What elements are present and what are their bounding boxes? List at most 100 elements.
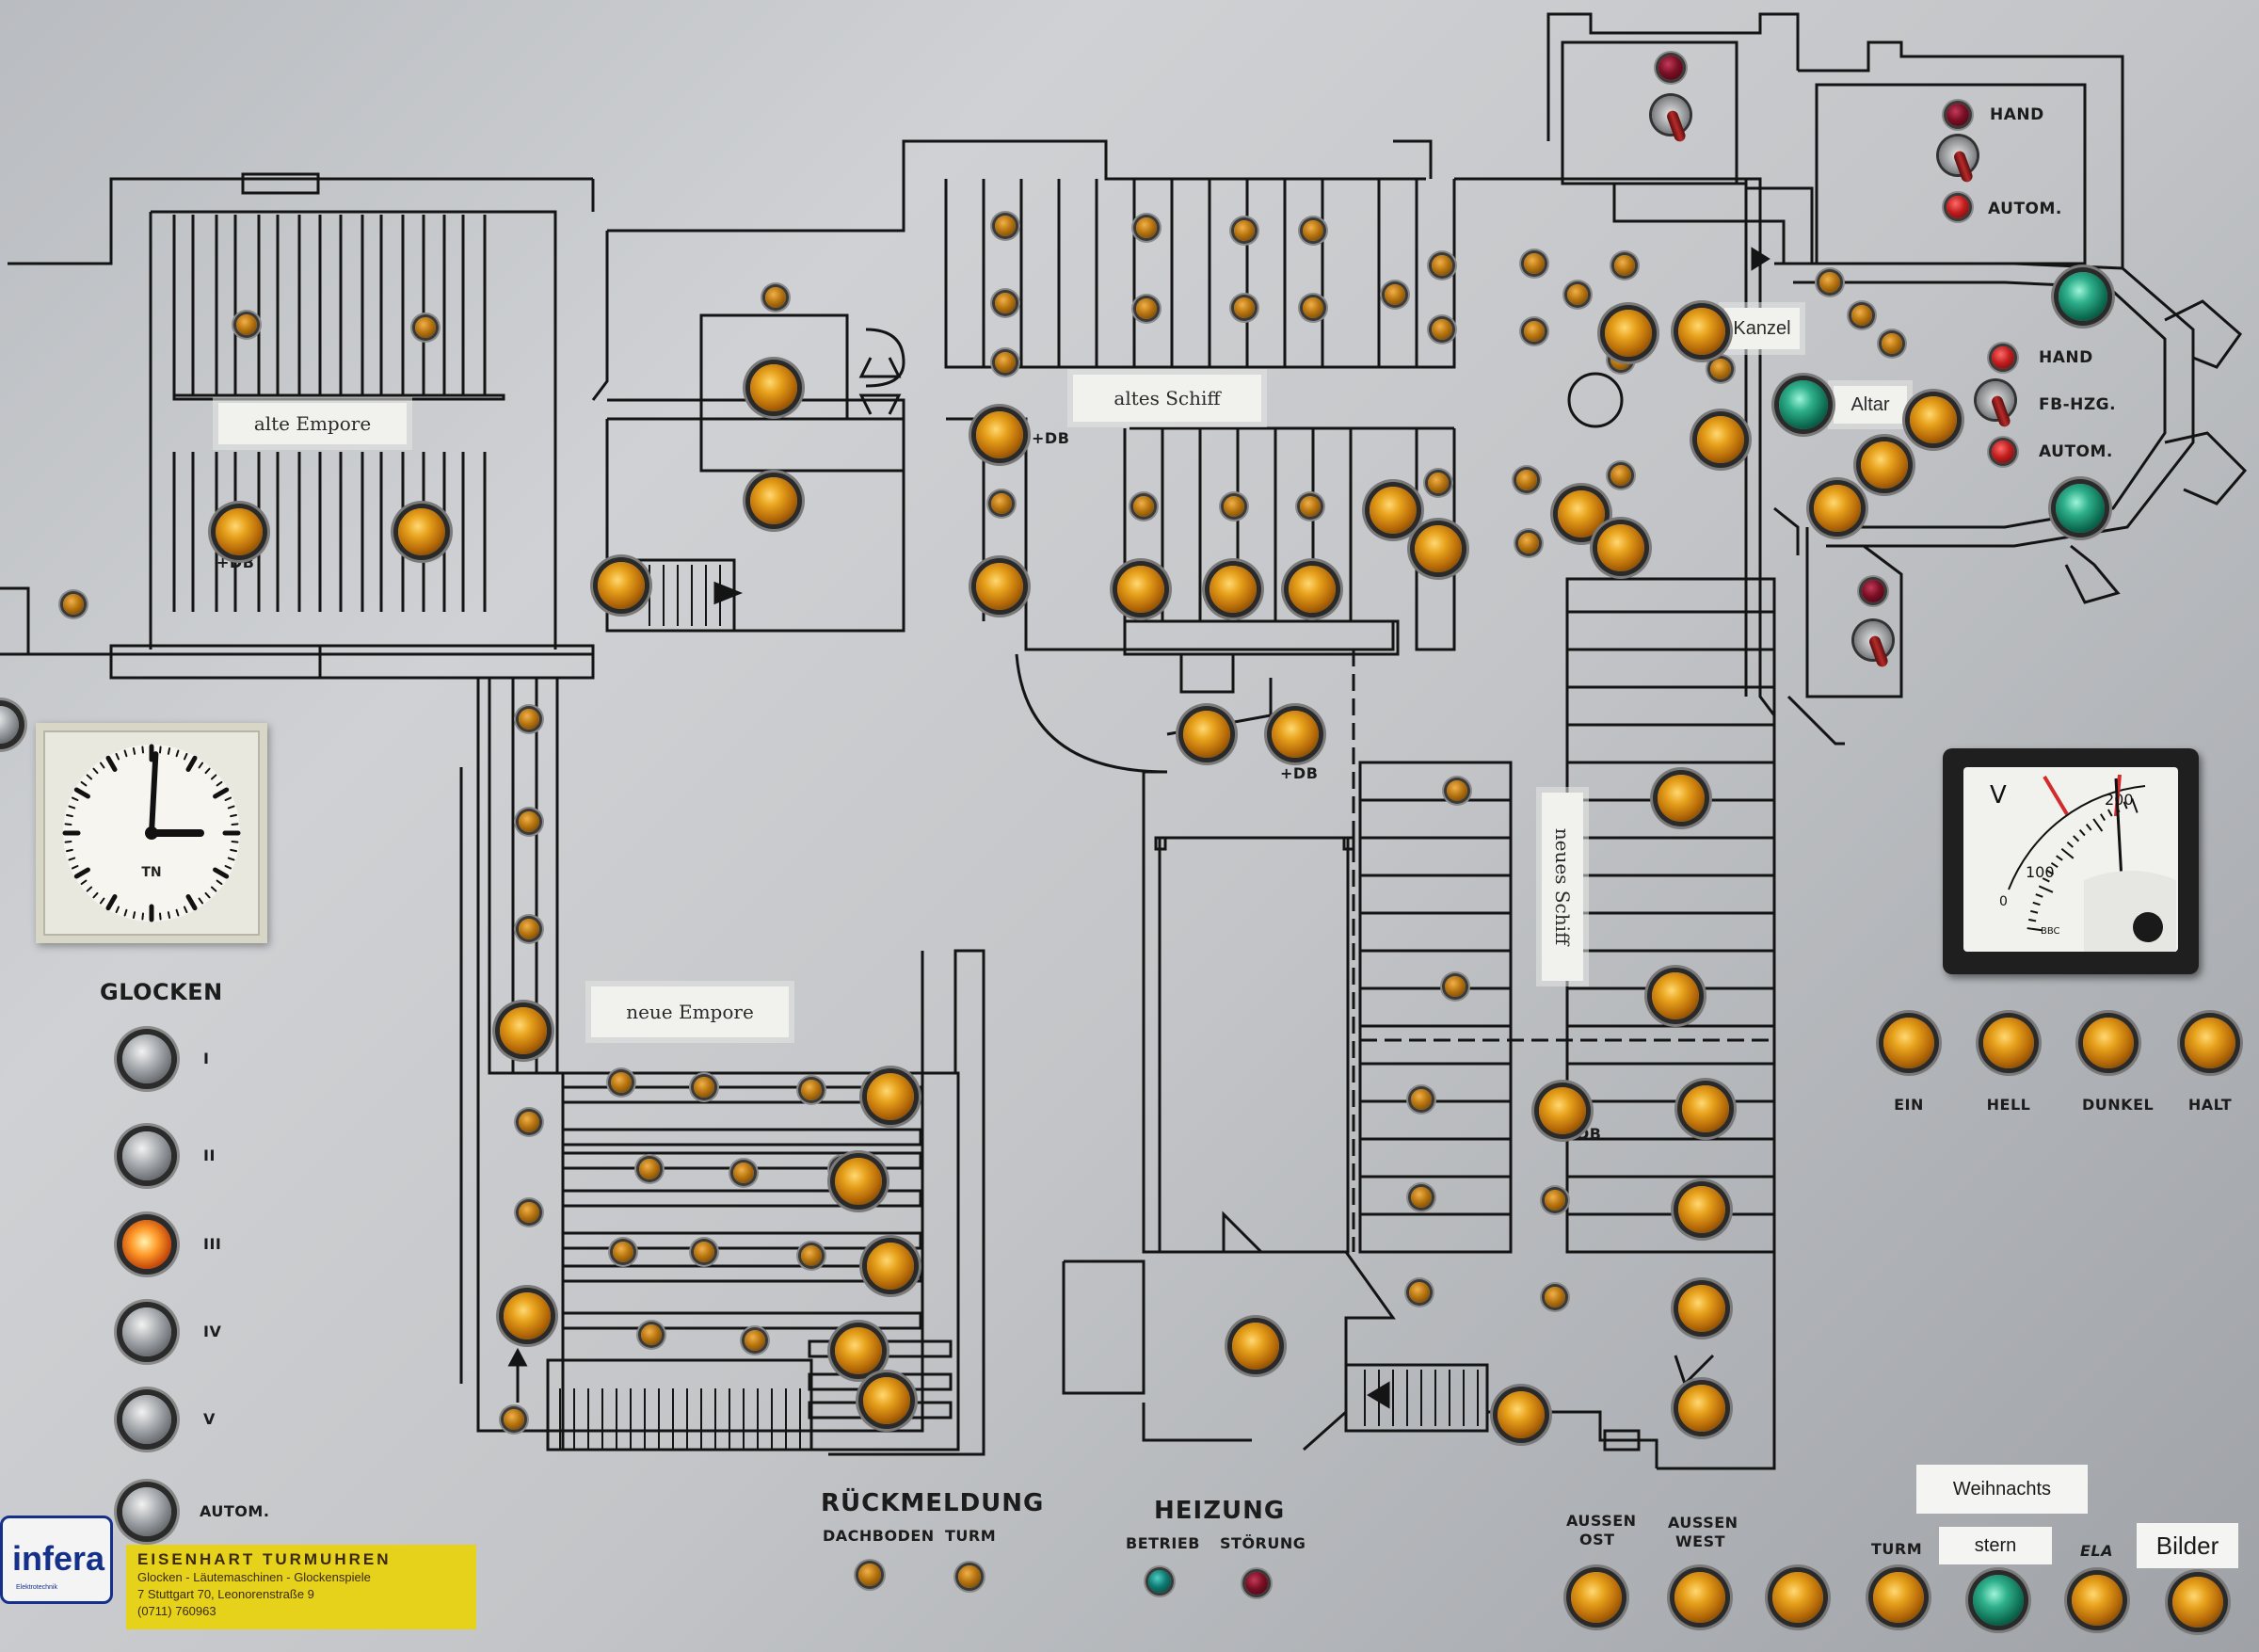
zone-light-button[interactable] bbox=[1183, 711, 1230, 758]
zone-light-button[interactable] bbox=[835, 1158, 882, 1205]
clock-tick bbox=[132, 911, 136, 919]
button-unlabeled[interactable] bbox=[1772, 1572, 1823, 1623]
clock-tick bbox=[73, 867, 90, 879]
zone-light-button[interactable] bbox=[1232, 1323, 1279, 1370]
zone-light-button[interactable] bbox=[1678, 1285, 1725, 1332]
bell-switch-4[interactable] bbox=[122, 1307, 171, 1356]
zone-light-button[interactable] bbox=[598, 562, 645, 609]
zone-light-button[interactable] bbox=[1697, 416, 1744, 463]
label-autom-top: AUTOM. bbox=[1988, 200, 2062, 218]
zone-light-button[interactable] bbox=[1415, 525, 1462, 572]
button-ela[interactable] bbox=[2072, 1575, 2123, 1626]
zone-light-button[interactable] bbox=[867, 1073, 914, 1120]
zone-light-button[interactable] bbox=[1678, 308, 1725, 355]
indicator-dot bbox=[641, 1324, 662, 1345]
bell-switch-6[interactable] bbox=[122, 1487, 171, 1536]
zone-light-button[interactable] bbox=[398, 508, 445, 555]
zone-light-button[interactable] bbox=[1652, 972, 1699, 1019]
side-knob[interactable] bbox=[0, 706, 19, 744]
zone-light-button[interactable] bbox=[1597, 524, 1644, 571]
zone-light-button[interactable] bbox=[1539, 1087, 1586, 1134]
zone-light-button[interactable] bbox=[1605, 310, 1652, 357]
clock-tick bbox=[92, 891, 99, 899]
zone-light-button[interactable] bbox=[1210, 566, 1257, 613]
clock-tick bbox=[123, 749, 128, 758]
label-neue-empore: neue Empore bbox=[591, 986, 789, 1037]
button-bilder[interactable] bbox=[2172, 1577, 2223, 1628]
zone-light-button[interactable] bbox=[1558, 490, 1605, 537]
light-button-ein[interactable] bbox=[1883, 1018, 1934, 1068]
zone-light-button[interactable] bbox=[1370, 487, 1417, 534]
zone-light-button[interactable] bbox=[1910, 396, 1957, 443]
light-label-hell: HELL bbox=[1986, 1096, 2031, 1114]
green-button-altar[interactable] bbox=[1779, 380, 1828, 429]
indicator-dot bbox=[639, 1159, 660, 1179]
indicator-dot bbox=[519, 919, 539, 939]
green-button-choir-bottom[interactable] bbox=[2056, 484, 2105, 533]
button-aussen-ost[interactable] bbox=[1571, 1572, 1622, 1623]
clock-tick bbox=[167, 911, 171, 919]
zone-light-button[interactable] bbox=[1861, 441, 1908, 489]
meter-tick bbox=[2066, 841, 2074, 848]
zone-light-button[interactable] bbox=[863, 1377, 910, 1424]
zone-light-button[interactable] bbox=[1272, 711, 1319, 758]
indicator-dot bbox=[611, 1072, 632, 1093]
bell-switch-2[interactable] bbox=[122, 1131, 171, 1180]
light-button-hell[interactable] bbox=[1983, 1018, 2034, 1068]
indicator-dot bbox=[991, 493, 1012, 514]
bell-label-5: V bbox=[203, 1410, 216, 1428]
bell-switch-1[interactable] bbox=[122, 1035, 171, 1083]
heizung-betrieb: BETRIEB bbox=[1126, 1534, 1200, 1552]
zone-light-button[interactable] bbox=[1498, 1391, 1545, 1438]
glocken-title: GLOCKEN bbox=[100, 979, 223, 1005]
zone-light-button[interactable] bbox=[1678, 1186, 1725, 1233]
zone-light-button[interactable] bbox=[750, 477, 797, 524]
zone-light-button[interactable] bbox=[1117, 566, 1164, 613]
label-aussen-ost-1: AUSSEN bbox=[1566, 1512, 1637, 1530]
label-altes-schiff: altes Schiff bbox=[1073, 375, 1261, 422]
indicator-dot bbox=[519, 1112, 539, 1132]
meter-tick bbox=[2085, 823, 2092, 831]
zone-light-button[interactable] bbox=[1678, 1385, 1725, 1432]
lamp-lower-right bbox=[1862, 580, 1884, 602]
toggle-hand-autom-top[interactable] bbox=[1939, 136, 1977, 184]
zone-light-button[interactable] bbox=[1814, 485, 1861, 532]
green-button-choir-top[interactable] bbox=[2059, 272, 2107, 321]
zone-light-button[interactable] bbox=[1289, 566, 1336, 613]
light-label-dunkel: DUNKEL bbox=[2082, 1096, 2155, 1114]
button-aussen-west[interactable] bbox=[1674, 1572, 1725, 1623]
toggle-fb-hzg[interactable] bbox=[1977, 381, 2014, 429]
meter-tick bbox=[2060, 847, 2075, 859]
light-button-dunkel[interactable] bbox=[2083, 1018, 2134, 1068]
zone-light-button[interactable] bbox=[1658, 775, 1705, 822]
zone-light-button[interactable] bbox=[216, 508, 263, 555]
button-weihnachtsstern[interactable] bbox=[1973, 1575, 2024, 1626]
toggle-sacristy[interactable] bbox=[1652, 96, 1690, 144]
zone-light-button[interactable] bbox=[835, 1327, 882, 1374]
lamp-sacristy bbox=[1658, 56, 1683, 80]
bell-switch-5[interactable] bbox=[122, 1395, 171, 1444]
light-button-halt[interactable] bbox=[2185, 1018, 2235, 1068]
meter-tick bbox=[2046, 869, 2055, 875]
zone-light-button[interactable] bbox=[867, 1243, 914, 1290]
indicator-dot bbox=[1447, 780, 1467, 801]
zone-light-button[interactable] bbox=[976, 411, 1023, 458]
zone-light-button[interactable] bbox=[976, 563, 1023, 610]
infera-logo-sub: Elektrotechnik bbox=[16, 1584, 57, 1591]
clock-tick bbox=[210, 886, 217, 892]
toggle-lower-right[interactable] bbox=[1854, 621, 1892, 669]
label-ela: ELA bbox=[2080, 1542, 2114, 1560]
tower-clock: TN bbox=[36, 723, 267, 943]
clock-tick bbox=[230, 813, 237, 818]
zone-light-button[interactable] bbox=[1682, 1085, 1729, 1132]
lamp-hand-top bbox=[1947, 104, 1969, 126]
clock-tick bbox=[66, 848, 73, 853]
bell-switch-3[interactable] bbox=[122, 1220, 171, 1269]
zone-light-button[interactable] bbox=[504, 1292, 551, 1339]
zone-light-button[interactable] bbox=[750, 364, 797, 411]
clock-tick bbox=[183, 752, 188, 761]
button-turm[interactable] bbox=[1873, 1572, 1924, 1623]
clock-tick bbox=[185, 894, 198, 911]
zone-light-button[interactable] bbox=[500, 1007, 547, 1054]
